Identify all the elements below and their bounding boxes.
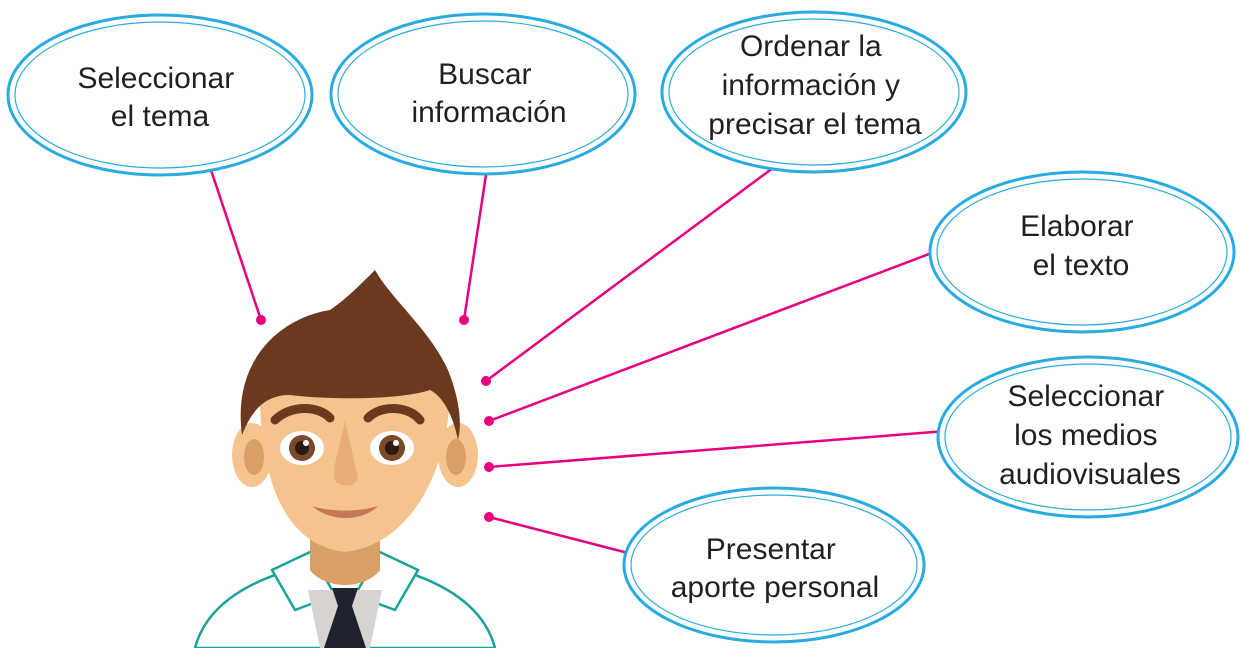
arrow-start-dot — [484, 462, 494, 472]
bubble-line: Seleccionar — [1007, 380, 1164, 413]
arrow-start-dot — [459, 315, 469, 325]
arrow-start-dot — [481, 376, 491, 386]
bubble-line: Seleccionar — [77, 62, 234, 95]
bubble-line: Elaborar — [1020, 210, 1133, 243]
mouth — [312, 506, 378, 518]
eye-left-shine — [303, 440, 309, 446]
bubble-line: precisar el tema — [708, 108, 922, 141]
bubble-presentar-aporte: Presentar aporte personal — [622, 486, 926, 644]
bubble-seleccionar-tema: Seleccionar el tema — [6, 13, 314, 177]
arrow-start-dot — [484, 416, 494, 426]
bubble-text: Seleccionar el tema — [77, 62, 242, 133]
bubble-seleccionar-medios: Seleccionar los medios audiovisuales — [936, 355, 1240, 519]
ear-right-inner — [446, 439, 466, 475]
arrow-4 — [484, 241, 960, 426]
arrow-3 — [481, 151, 795, 386]
ear-left-inner — [244, 439, 264, 475]
bubble-line: información y — [722, 69, 900, 102]
hair — [240, 270, 460, 440]
bubble-text: Seleccionar los medios audiovisuales — [999, 380, 1181, 491]
bubble-line: el texto — [1033, 249, 1130, 282]
bubble-text: Ordenar la información y precisar el tem… — [708, 30, 922, 141]
bubble-line: audiovisuales — [999, 458, 1181, 491]
bubble-text: Buscar información — [411, 58, 566, 129]
arrow-start-dot — [256, 315, 266, 325]
bubble-text: Presentar aporte personal — [671, 533, 879, 604]
tie — [324, 588, 366, 648]
bubble-line: Ordenar la — [740, 30, 882, 63]
person-figure — [193, 270, 497, 648]
bubble-buscar-informacion: Buscar información — [329, 12, 637, 176]
bubble-line: aporte personal — [671, 571, 879, 604]
bubble-line: Presentar — [706, 533, 836, 566]
bubble-ordenar-informacion: Ordenar la información y precisar el tem… — [660, 10, 968, 174]
bubble-line: el tema — [111, 100, 210, 133]
eye-right-shine — [393, 440, 399, 446]
nose — [334, 420, 358, 486]
arrow-5 — [484, 424, 974, 472]
arrow-1 — [203, 153, 266, 325]
arrow-start-dot — [484, 512, 494, 522]
bubble-text: Elaborar el texto — [1020, 210, 1142, 282]
bubble-line: los medios — [1014, 419, 1157, 452]
arrow-2 — [459, 153, 493, 325]
bubble-line: información — [411, 96, 566, 129]
arrows — [203, 151, 974, 563]
eyebrow-right — [363, 404, 425, 425]
eyebrow-left — [270, 404, 335, 425]
bubble-line: Buscar — [438, 58, 531, 91]
bubble-elaborar-texto: Elaborar el texto — [928, 170, 1236, 334]
